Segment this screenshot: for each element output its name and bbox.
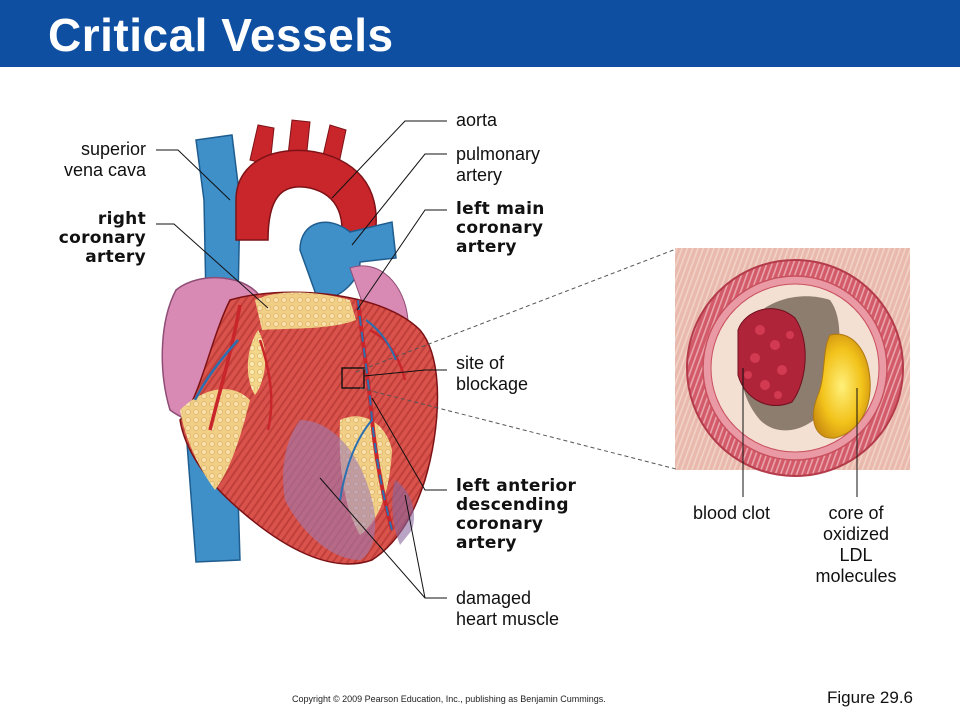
artery-cross-section bbox=[675, 248, 910, 477]
label-blood-clot: blood clot bbox=[693, 503, 771, 523]
page-title: Critical Vessels bbox=[48, 9, 394, 61]
label-left-main-coronary-artery: left main coronary artery bbox=[456, 199, 545, 257]
zoom-line-top bbox=[355, 248, 677, 373]
label-pulmonary-artery: pulmonary artery bbox=[456, 144, 541, 185]
label-aorta: aorta bbox=[456, 110, 498, 130]
superior-vena-cava-vessel bbox=[195, 134, 241, 301]
label-damaged-heart-muscle: damaged heart muscle bbox=[456, 588, 560, 629]
label-right-coronary-artery: right coronary artery bbox=[58, 209, 146, 267]
label-left-anterior-descending: left anterior descending coronary artery bbox=[456, 476, 577, 553]
label-core-ldl: core of oxidized LDL molecules bbox=[815, 503, 897, 586]
blockage-marker bbox=[341, 367, 365, 389]
heart-illustration bbox=[161, 119, 439, 565]
ldl-core-plaque bbox=[813, 333, 871, 439]
blood-clot-mass bbox=[737, 308, 806, 407]
title-bar: Critical Vessels bbox=[0, 0, 960, 67]
figure-number: Figure 29.6 bbox=[827, 688, 913, 707]
label-superior-vena-cava: superior vena cava bbox=[63, 139, 146, 180]
label-site-of-blockage: site of blockage bbox=[456, 353, 529, 394]
leader-lines bbox=[156, 120, 858, 599]
copyright-notice: Copyright © 2009 Pearson Education, Inc.… bbox=[292, 694, 606, 704]
zoom-line-bottom bbox=[359, 387, 677, 470]
